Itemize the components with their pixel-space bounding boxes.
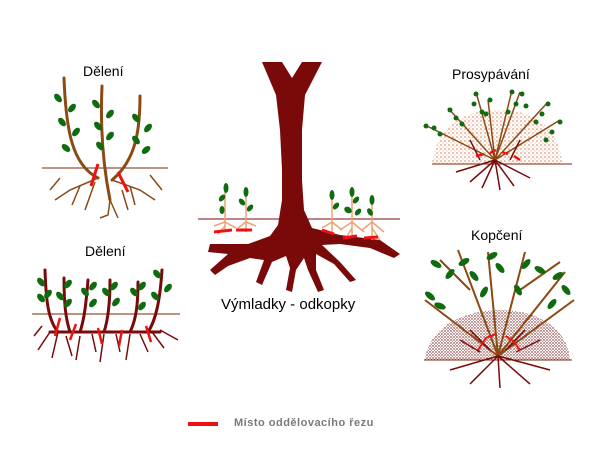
panel-title-suckers: Výmladky - odkopky <box>221 296 356 313</box>
cut-marks <box>53 317 153 347</box>
panel-title-hilling: Kopčení <box>471 227 523 243</box>
panel-title-mound-layering: Prosypávání <box>452 66 530 82</box>
mound-layering-illustration <box>423 89 572 191</box>
cut-marks <box>213 228 379 240</box>
cut-marks <box>475 148 521 162</box>
panel-title-division-top: Dělení <box>83 63 124 79</box>
cut-marks <box>477 333 521 351</box>
suckers-illustration <box>198 62 400 292</box>
hilling-illustration <box>424 249 575 389</box>
division-bottom-illustration <box>32 268 180 363</box>
cut-marks <box>89 163 130 193</box>
panel-title-division-bottom: Dělení <box>85 243 126 259</box>
division-top-illustration <box>42 76 168 219</box>
legend-label: Místo oddělovacího řezu <box>234 417 374 429</box>
